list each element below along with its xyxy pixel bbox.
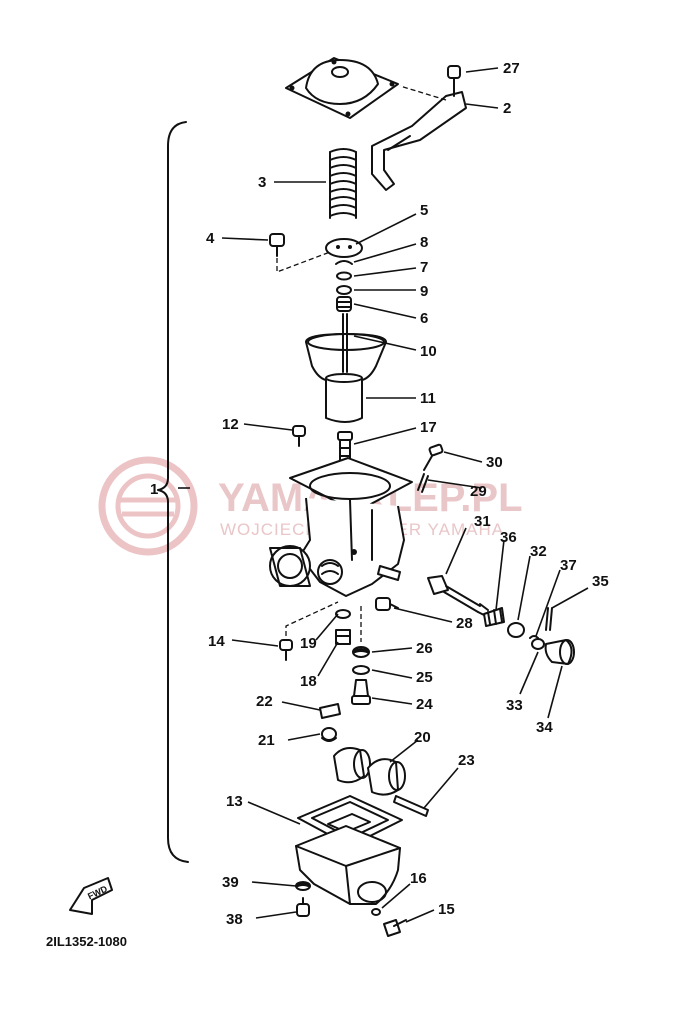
callout-1: 1 bbox=[150, 481, 158, 498]
callout-26: 26 bbox=[416, 640, 433, 657]
main-jet-parts bbox=[351, 606, 371, 705]
screw-14-part bbox=[279, 601, 339, 661]
throttle-bracket-part bbox=[371, 65, 467, 191]
pilot-screw-parts bbox=[417, 443, 444, 493]
parts bbox=[269, 57, 575, 937]
callout-10: 10 bbox=[420, 343, 437, 360]
callout-15: 15 bbox=[438, 901, 455, 918]
callout-37: 37 bbox=[560, 557, 577, 574]
bowl-screw-parts bbox=[295, 881, 311, 917]
float-part bbox=[333, 747, 429, 817]
callout-33: 33 bbox=[506, 697, 523, 714]
callout-38: 38 bbox=[226, 911, 243, 928]
callout-9: 9 bbox=[420, 283, 428, 300]
callout-27: 27 bbox=[503, 60, 520, 77]
callout-34: 34 bbox=[536, 719, 553, 736]
float-pin-clip-part bbox=[319, 703, 341, 742]
callout-20: 20 bbox=[414, 729, 431, 746]
callout-12: 12 bbox=[222, 416, 239, 433]
callout-35: 35 bbox=[592, 573, 609, 590]
callout-8: 8 bbox=[420, 234, 428, 251]
needle-clip-parts bbox=[335, 260, 353, 312]
callout-24: 24 bbox=[416, 696, 433, 713]
screw-4-part bbox=[269, 233, 331, 273]
callout-31: 31 bbox=[474, 513, 491, 530]
carburetor-body-part bbox=[269, 457, 413, 597]
callout-16: 16 bbox=[410, 870, 427, 887]
callout-4: 4 bbox=[206, 230, 215, 247]
callout-29: 29 bbox=[470, 483, 487, 500]
callout-13: 13 bbox=[226, 793, 243, 810]
top-cover-part bbox=[285, 57, 399, 119]
float-bowl-part bbox=[295, 825, 401, 905]
callout-21: 21 bbox=[258, 732, 275, 749]
callout-32: 32 bbox=[530, 543, 547, 560]
watermark-logo-icon bbox=[98, 456, 198, 556]
callout-6: 6 bbox=[420, 310, 428, 327]
callout-17: 17 bbox=[420, 419, 437, 436]
screw-28-part bbox=[375, 597, 399, 611]
callout-22: 22 bbox=[256, 693, 273, 710]
callout-14: 14 bbox=[208, 633, 225, 650]
assembly-bracket bbox=[157, 121, 189, 863]
plate-part bbox=[325, 238, 363, 258]
callout-23: 23 bbox=[458, 752, 475, 769]
piston-part bbox=[305, 333, 387, 423]
spring-part bbox=[329, 148, 357, 219]
callout-3: 3 bbox=[258, 174, 266, 191]
callout-39: 39 bbox=[222, 874, 239, 891]
callout-25: 25 bbox=[416, 669, 433, 686]
pilot-jet-parts bbox=[335, 609, 351, 645]
callout-7: 7 bbox=[420, 259, 428, 276]
callout-18: 18 bbox=[300, 673, 317, 690]
forward-direction-icon: FWD bbox=[69, 877, 113, 915]
callout-11: 11 bbox=[420, 390, 436, 407]
drain-screw-parts bbox=[371, 908, 407, 937]
callout-5: 5 bbox=[420, 202, 428, 219]
callout-leaders bbox=[178, 67, 589, 923]
callout-28: 28 bbox=[456, 615, 473, 632]
callout-2: 2 bbox=[503, 100, 511, 117]
throttle-stop-screw-part bbox=[427, 575, 489, 617]
callout-labels: 1 2 3 4 5 6 7 8 9 10 11 12 13 14 15 16 1… bbox=[150, 60, 609, 928]
callout-36: 36 bbox=[500, 529, 517, 546]
drawing-code: 2IL1352-1080 bbox=[46, 934, 127, 949]
callout-30: 30 bbox=[486, 454, 503, 471]
choke-parts bbox=[483, 607, 575, 665]
screw-12-part bbox=[292, 425, 306, 447]
callout-19: 19 bbox=[300, 635, 317, 652]
